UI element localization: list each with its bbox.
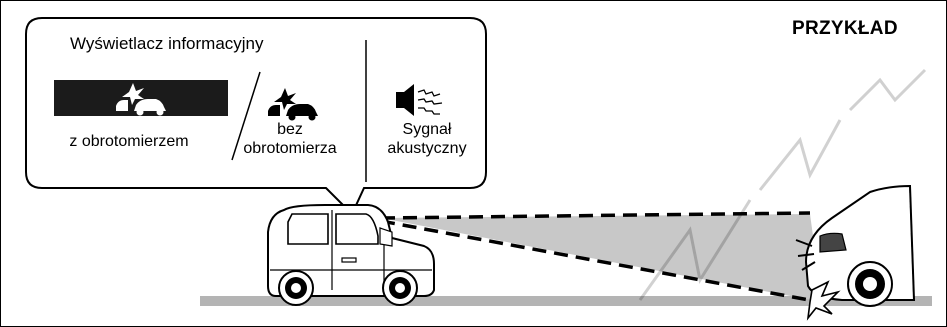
own-car: [267, 204, 435, 306]
sensor-beam: [381, 214, 822, 302]
collision-warning-icon: [268, 88, 318, 121]
label-without-tachometer: bez obrotomierza: [230, 120, 350, 158]
label-sound-line2: akustyczny: [387, 140, 467, 157]
label-sound-line1: Sygnał: [402, 121, 452, 138]
label-without-tachometer-line2: obrotomierza: [243, 140, 337, 157]
example-label: PRZYKŁAD: [792, 18, 898, 39]
beam-bottom-edge: [380, 219, 821, 304]
collision-warning-icon: [116, 83, 166, 116]
speaker-icon: [396, 84, 443, 116]
slash-divider: [231, 71, 261, 161]
callout-bubble: [25, 17, 487, 216]
vehicle-ahead: [795, 184, 916, 321]
label-sound-signal: Sygnał akustyczny: [372, 120, 482, 158]
info-display-title: Wyświetlacz informacyjny: [70, 34, 264, 53]
label-without-tachometer-line1: bez: [277, 121, 303, 138]
road: [200, 296, 932, 306]
label-with-tachometer: z obrotomierzem: [69, 133, 189, 150]
beam-top-edge: [380, 211, 811, 220]
watermark: [638, 68, 927, 301]
